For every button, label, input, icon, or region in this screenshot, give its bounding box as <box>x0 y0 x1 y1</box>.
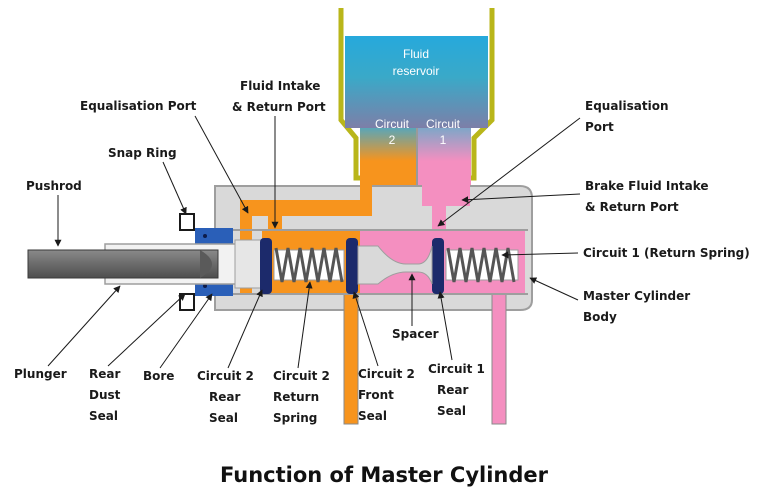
leader-snap-ring <box>162 161 187 215</box>
circuit2-reservoir-passage <box>360 178 372 216</box>
reservoir-circuit1-label-line1: Circuit <box>426 117 461 131</box>
reservoir-circuit2-label-line1: Circuit <box>375 117 410 131</box>
label-equalisation-port-right-line2: Port <box>585 120 614 134</box>
reservoir-circuit2-label-line2: 2 <box>389 133 396 147</box>
circuit1-outlet-pipe <box>491 293 507 425</box>
reservoir-label-line1: Fluid <box>403 47 429 61</box>
label-master-cylinder-body-line2: Body <box>583 310 617 324</box>
circuit2-return-spring <box>274 247 344 283</box>
label-bore: Bore <box>143 369 174 383</box>
leader-rear-dust-seal <box>107 293 186 367</box>
label-equalisation-port-right-line1: Equalisation <box>585 99 669 113</box>
rear-assembly <box>27 213 266 311</box>
circuit2-rear-seal <box>260 238 272 294</box>
spacer <box>357 245 433 285</box>
leader-bore <box>159 293 213 369</box>
leader-lines <box>47 115 581 369</box>
fluid-reservoir: Fluid reservoir Circuit 2 Circuit 1 <box>338 8 495 190</box>
label-circuit1-rear-seal-line3: Seal <box>437 404 466 418</box>
snap-ring-top <box>179 213 195 231</box>
circuit1-return-spring <box>446 247 516 283</box>
leader-circuit1-rear-seal <box>437 291 453 361</box>
circuit2-outlet-pipe <box>343 293 359 425</box>
label-pushrod: Pushrod <box>26 179 82 193</box>
leader-circuit2-rear-seal <box>227 289 263 369</box>
reservoir-fluid <box>345 36 488 128</box>
label-brake-fluid-intake-line1: Brake Fluid Intake <box>585 179 709 193</box>
reservoir-circuit1-label-line2: 1 <box>440 133 447 147</box>
seal-dot <box>203 284 207 288</box>
label-master-cylinder-body-line1: Master Cylinder <box>583 289 690 303</box>
label-snap-ring: Snap Ring <box>108 146 177 160</box>
reservoir-label-line2: reservoir <box>393 64 440 78</box>
label-equalisation-port-left: Equalisation Port <box>80 99 197 113</box>
leader-equalisation-port-right <box>437 117 581 227</box>
leader-circuit1-return-spring <box>501 251 579 259</box>
circuit1-rear-seal <box>432 238 444 294</box>
leader-master-cylinder-body <box>529 277 579 301</box>
label-circuit2-return-spring-line3: Spring <box>273 411 317 425</box>
leader-brake-fluid-intake <box>461 193 581 204</box>
label-brake-fluid-intake-line2: & Return Port <box>585 200 679 214</box>
label-circuit2-front-seal-line3: Seal <box>358 409 387 423</box>
leader-plunger <box>47 285 121 367</box>
label-circuit1-rear-seal-line2: Rear <box>437 383 468 397</box>
label-circuit2-rear-seal-line1: Circuit 2 <box>197 369 254 383</box>
label-circuit2-return-spring-line2: Return <box>273 390 319 404</box>
label-circuit2-rear-seal-line2: Rear <box>209 390 240 404</box>
label-rear-dust-seal-line2: Dust <box>89 388 121 402</box>
label-circuit1-return-spring: Circuit 1 (Return Spring) <box>583 246 750 260</box>
diagram-title: Function of Master Cylinder <box>220 463 549 487</box>
label-fluid-intake-line2: & Return Port <box>232 100 326 114</box>
seal-dot <box>203 234 207 238</box>
circuit2-front-seal <box>346 238 358 294</box>
label-plunger: Plunger <box>14 367 67 381</box>
label-fluid-intake-line1: Fluid Intake <box>240 79 320 93</box>
label-rear-dust-seal-line3: Seal <box>89 409 118 423</box>
label-rear-dust-seal-line1: Rear <box>89 367 120 381</box>
circuit1-reservoir-passage <box>422 178 470 232</box>
label-circuit1-rear-seal-line1: Circuit 1 <box>428 362 485 376</box>
leader-circuit2-front-seal <box>352 291 379 367</box>
pushrod <box>27 249 219 279</box>
pushrod-tip <box>200 250 212 278</box>
label-circuit2-rear-seal-line3: Seal <box>209 411 238 425</box>
label-spacer: Spacer <box>392 327 439 341</box>
leader-equalisation-port-left <box>194 115 249 214</box>
label-circuit2-return-spring-line1: Circuit 2 <box>273 369 330 383</box>
leader-circuit2-return-spring <box>297 281 313 369</box>
label-circuit2-front-seal-line1: Circuit 2 <box>358 367 415 381</box>
label-circuit2-front-seal-line2: Front <box>358 388 394 402</box>
